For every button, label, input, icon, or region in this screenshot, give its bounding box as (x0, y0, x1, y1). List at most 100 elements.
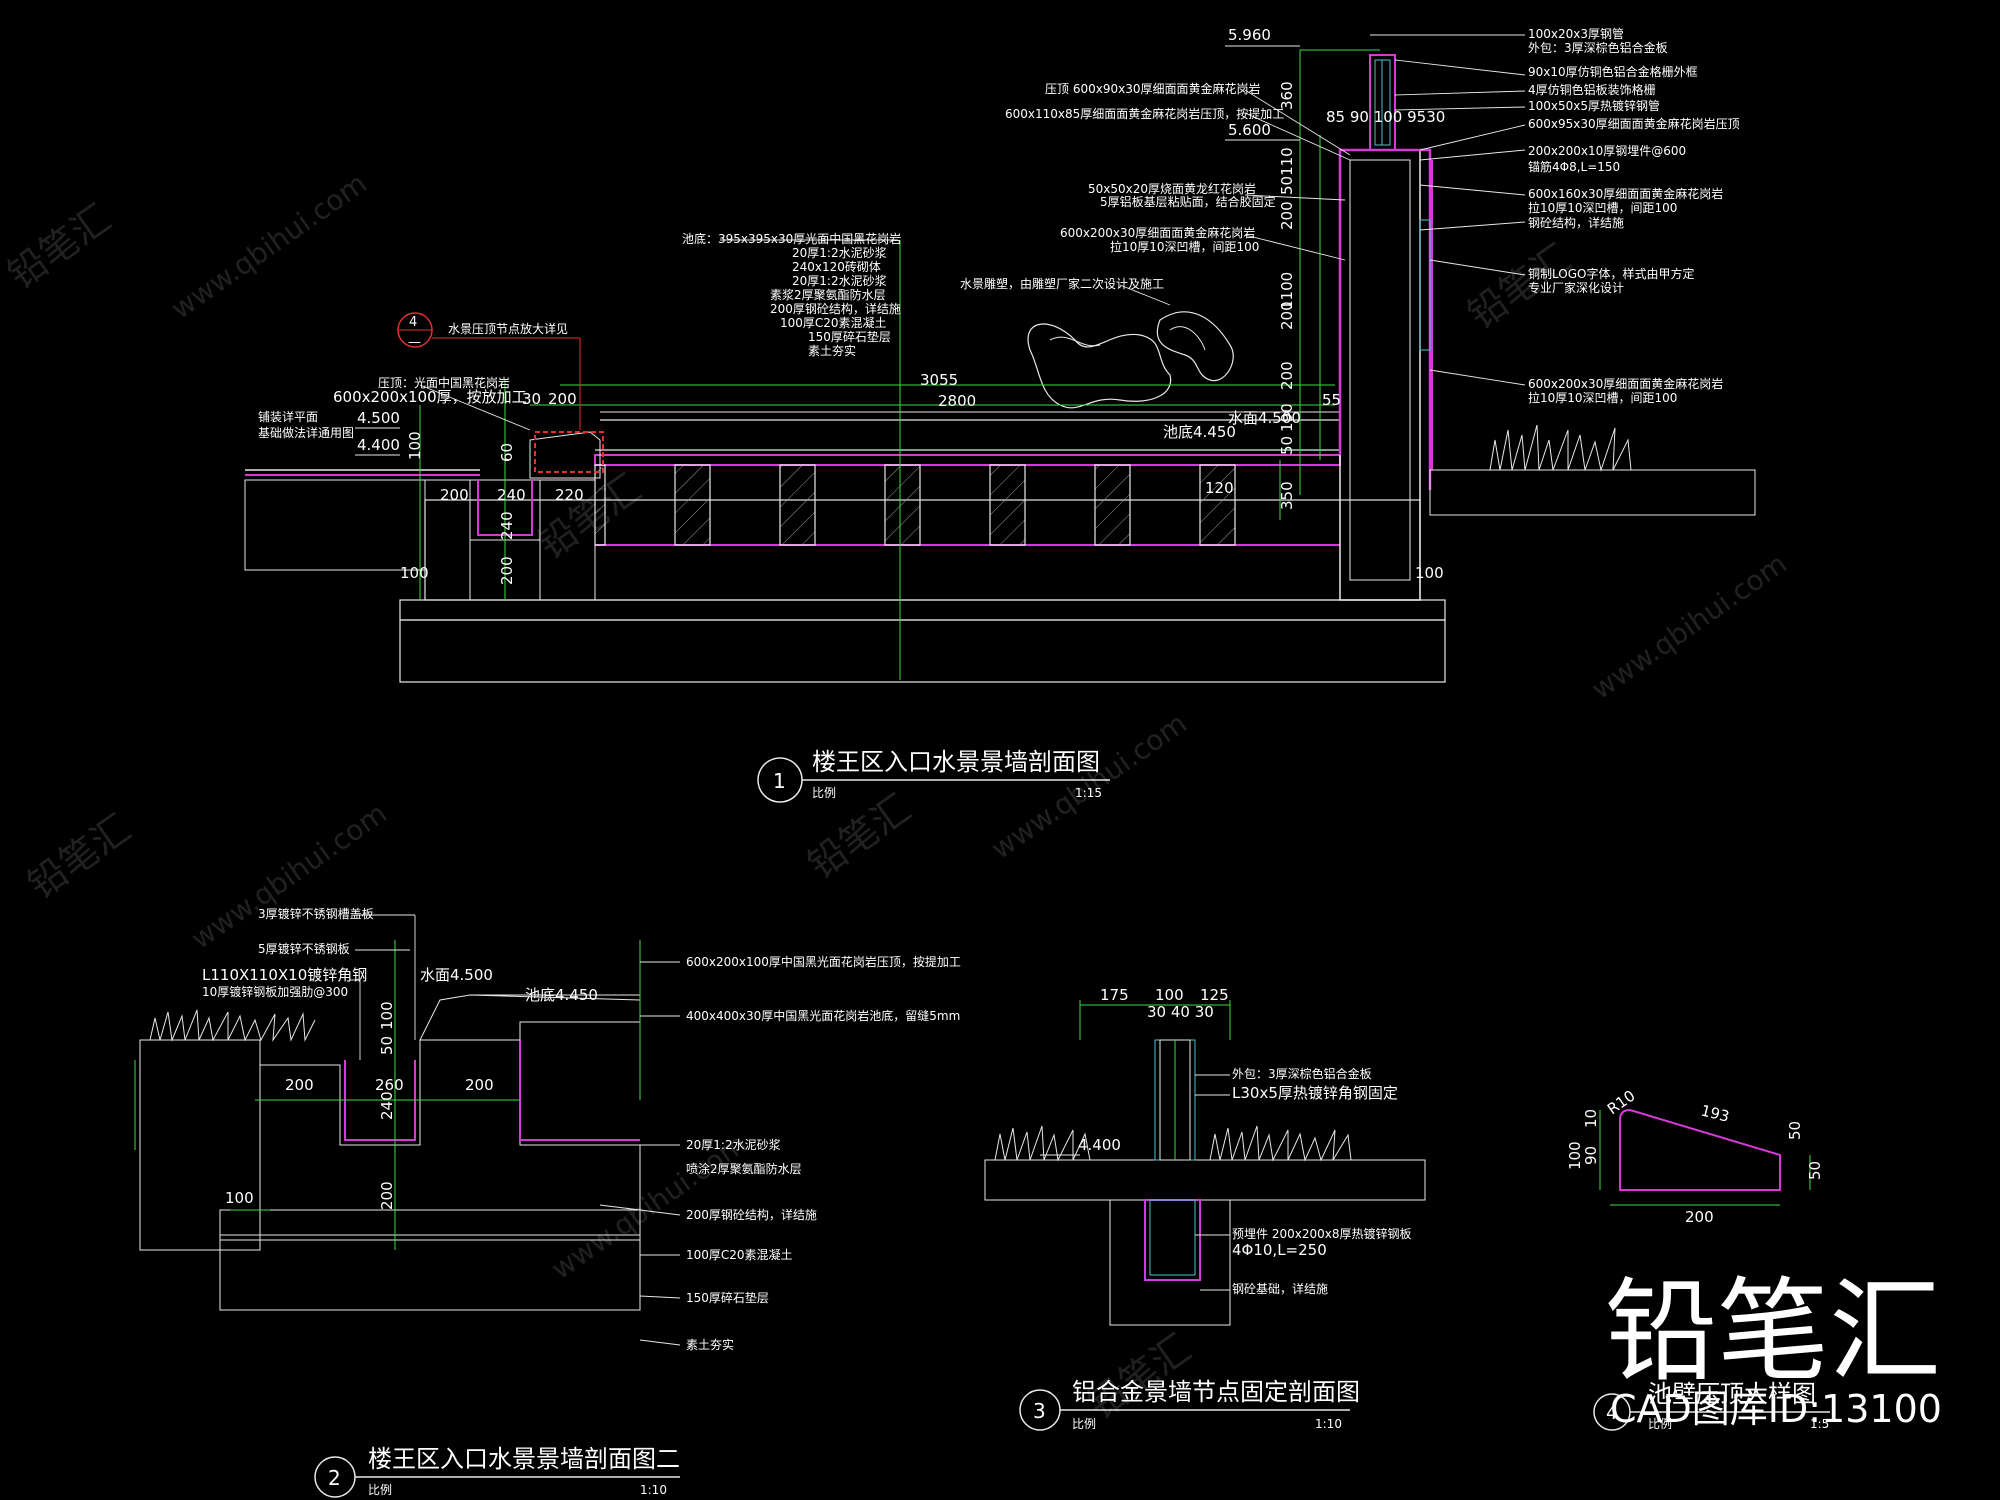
label-section3-scale_label: 比例 (1072, 1417, 1096, 1431)
label-section3-dims-d175: 175 (1100, 986, 1129, 1004)
label-section2-dims-d100: 100 (225, 1189, 254, 1207)
concrete-pad-1 (399, 599, 1446, 621)
label-section1-wall_right_notes-0: 100x20x3厚钢管 (1528, 26, 1624, 41)
label-section2-dims-d100v: 100 (378, 1001, 396, 1030)
label-section1-wall_right_notes-3: 4厚仿铜色铝板装饰格栅 (1528, 82, 1656, 97)
label-section1-wall_right_notes-14: 拉10厚10深凹槽，间距100 (1528, 390, 1677, 405)
label-section2-left_notes-2: L110X110X10镀锌角钢 (202, 966, 367, 984)
label-section4-dims-d193: 193 (1699, 1101, 1731, 1125)
label-section1-dims-d100c: 100 (406, 431, 424, 460)
water-sculpture (1027, 311, 1234, 409)
landscape-wall (1339, 149, 1421, 601)
label-section1-pool_notes-5: 200厚钢砼结构，详结施 (770, 301, 901, 316)
label-section1-dims-top_row: 85 90 100 9530 (1326, 108, 1445, 126)
left-note-b: 基础做法详通用图 (258, 425, 354, 440)
section-4-drawing: R10 193 200 100 10 90 50 50 4 池壁压顶大样图 比例… (1566, 1087, 1830, 1431)
label-section2-right_notes-6: 150厚碎石垫层 (686, 1290, 769, 1305)
label-section2-pool_bottom: 池底4.450 (525, 986, 598, 1004)
label-section4-dims-d90: 90 (1582, 1146, 1600, 1165)
label-section2-dims-d200a: 200 (285, 1076, 314, 1094)
sculpture-note: 水景雕塑，由雕塑厂家二次设计及施工 (960, 276, 1164, 291)
label-section1-scale: 1:15 (1075, 786, 1102, 800)
left-ground (244, 479, 426, 571)
label-section3-scale: 1:10 (1315, 1417, 1342, 1431)
label-section1-dims-d240v: 240 (498, 511, 516, 540)
label-section3-notes-2: 预埋件 200x200x8厚热镀锌钢板 (1232, 1227, 1411, 1241)
label-section1-wall_left_notes-3: 5厚铝板基层粘贴面，结合胶固定 (1100, 194, 1276, 209)
section-3-title: 铝合金景墙节点固定剖面图 (1072, 1378, 1360, 1406)
elev-5600: 5.600 (1228, 121, 1271, 139)
label-section1-dims-d350: 350 (1278, 481, 1296, 510)
label-section2-right_notes-1: 400x400x30厚中国黑光面花岗岩池底，留缝5mm (686, 1008, 960, 1023)
coping-profile (1619, 1108, 1781, 1191)
water-level-1: 水面4.500 (1228, 409, 1301, 427)
label-section3-notes-0: 外包：3厚深棕色铝合金板 (1232, 1066, 1372, 1081)
label-watermark-brand: 铅笔汇 (1080, 1326, 1199, 1427)
label-section1-dims-d200d: 200 (1278, 301, 1296, 330)
label-section1-pool_notes-7: 150厚碎石垫层 (808, 329, 891, 344)
pool-bottom-1: 池底4.450 (1163, 423, 1236, 441)
label-section1-wall_right_notes-5: 600x95x30厚细面面黄金麻花岗岩压顶 (1528, 116, 1740, 131)
pool-notes-1: 池底：395x395x30厚光面中国黑花岗岩 20厚1:2水泥砂浆 240x12… (682, 231, 901, 358)
label-section1-dims-d200e: 200 (1278, 201, 1296, 230)
label-section1-num: 1 (773, 769, 786, 793)
grass-right (1489, 424, 1632, 472)
label-section1-pool_notes-8: 素土夯实 (808, 343, 856, 358)
label-section4-dims-d10: 10 (1582, 1109, 1600, 1128)
label-section2-right_notes-3: 喷涂2厚聚氨酯防水层 (686, 1161, 802, 1176)
label-section1-scale_label: 比例 (812, 786, 836, 800)
label-section2-right_notes-7: 素土夯实 (686, 1337, 734, 1352)
wall-right-notes: 100x20x3厚钢管 外包：3厚深棕色铝合金板 90x10厚仿铜色铝合金格栅外… (1528, 26, 1740, 405)
label-section1-pool_notes-2: 240x120砖砌体 (792, 259, 881, 274)
label-section2-right_notes-4: 200厚钢砼结构，详结施 (686, 1207, 817, 1222)
label-section1-dims-d200c: 200 (1278, 361, 1296, 390)
label-section1-dims-d100b: 100 (400, 564, 429, 582)
label-watermark-url: www.qbihui.com (985, 707, 1193, 866)
detail-note: 水景压顶节点放大详见 (448, 321, 568, 336)
aluminium-grille (1369, 54, 1396, 151)
label-section1-wall_left_notes-1: 600x110x85厚细面面黄金麻花岗岩压顶，按提加工 (1005, 106, 1284, 121)
left-note-a: 铺装详平面 (258, 409, 318, 424)
elev-left-a: 4.500 (357, 409, 400, 427)
label-section1-dims-d50110: 50110 (1278, 147, 1296, 195)
label-section1-wall_right_notes-4: 100x50x5厚热镀锌钢管 (1528, 98, 1660, 113)
label-section3-elev: 4.400 (1078, 1136, 1121, 1154)
label-section1-wall_right_notes-8: 600x160x30厚细面面黄金麻花岗岩 (1528, 186, 1723, 201)
label-section2-scale_label: 比例 (368, 1483, 392, 1497)
brick-piers (594, 464, 1236, 546)
gravel-base-1 (399, 619, 1446, 683)
watermark-id: CAD图库ID:13100 (1610, 1387, 1942, 1431)
label-section1-wall_right_notes-2: 90x10厚仿铜色铝合金格栅外框 (1528, 64, 1698, 79)
watermark: 铅笔汇 www.qbihui.com 铅笔汇 铅笔汇 www.qbihui.co… (0, 167, 1942, 1431)
label-section1-wall_right_notes-12: 专业厂家深化设计 (1528, 280, 1624, 295)
label-section1-dims-d200: 200 (548, 390, 577, 408)
label-section1-dims-d360: 360 (1278, 81, 1296, 110)
label-section2-left_notes-0: 3厚镀锌不锈钢槽盖板 (258, 907, 374, 921)
label-section1-dims-d120: 120 (1205, 479, 1234, 497)
label-section1-dims-d200v: 200 (498, 556, 516, 585)
label-watermark-brand: 铅笔汇 (20, 806, 139, 907)
section-1-drawing: 4 — 水景压顶节点放大详见 5.960 5.600 4.500 4.400 水… (244, 26, 1756, 803)
label-section2-dims-d50: 50 (378, 1036, 396, 1055)
section-2-drawing: 水面4.500 池底4.450 3厚镀锌不锈钢槽盖板 5厚镀锌不锈钢板 L110… (134, 907, 961, 1498)
label-section3-dims-small: 30 40 30 (1147, 1003, 1214, 1021)
elev-top: 5.960 (1228, 26, 1271, 44)
label-section2-water_level: 水面4.500 (420, 966, 493, 984)
label-section1-dims-d30: 30 (522, 390, 541, 408)
wall-left-notes: 压顶 600x90x30厚细面面黄金麻花岗岩 600x110x85厚细面面黄金麻… (1005, 81, 1284, 254)
label-section1-pool_notes-3: 20厚1:2水泥砂浆 (792, 273, 887, 288)
label-watermark-brand: 铅笔汇 (530, 466, 649, 567)
label-section1-dims-d220: 220 (555, 486, 584, 504)
label-section2-dims-d200v: 200 (378, 1181, 396, 1210)
label-section1-pool_notes-0: 池底：395x395x30厚光面中国黑花岗岩 (682, 231, 901, 246)
label-section1-dims-d190: 190 (1278, 403, 1296, 432)
section-1-title: 楼王区入口水景景墙剖面图 (812, 748, 1100, 776)
grass-sec2 (149, 1009, 316, 1042)
label-section3-notes-1: L30x5厚热镀锌角钢固定 (1232, 1084, 1398, 1102)
label-section4-dims-d50b: 50 (1806, 1161, 1824, 1180)
label-section1-wall_left_notes-4: 600x200x30厚细面面黄金麻花岗岩 (1060, 225, 1255, 240)
label-section2-right_notes-0: 600x200x100厚中国黑光面花岗岩压顶，按提加工 (686, 954, 961, 969)
label-section3-num: 3 (1033, 1399, 1046, 1423)
label-watermark-brand: 铅笔汇 (800, 786, 919, 887)
label-section2-dims-d240: 240 (378, 1091, 396, 1120)
